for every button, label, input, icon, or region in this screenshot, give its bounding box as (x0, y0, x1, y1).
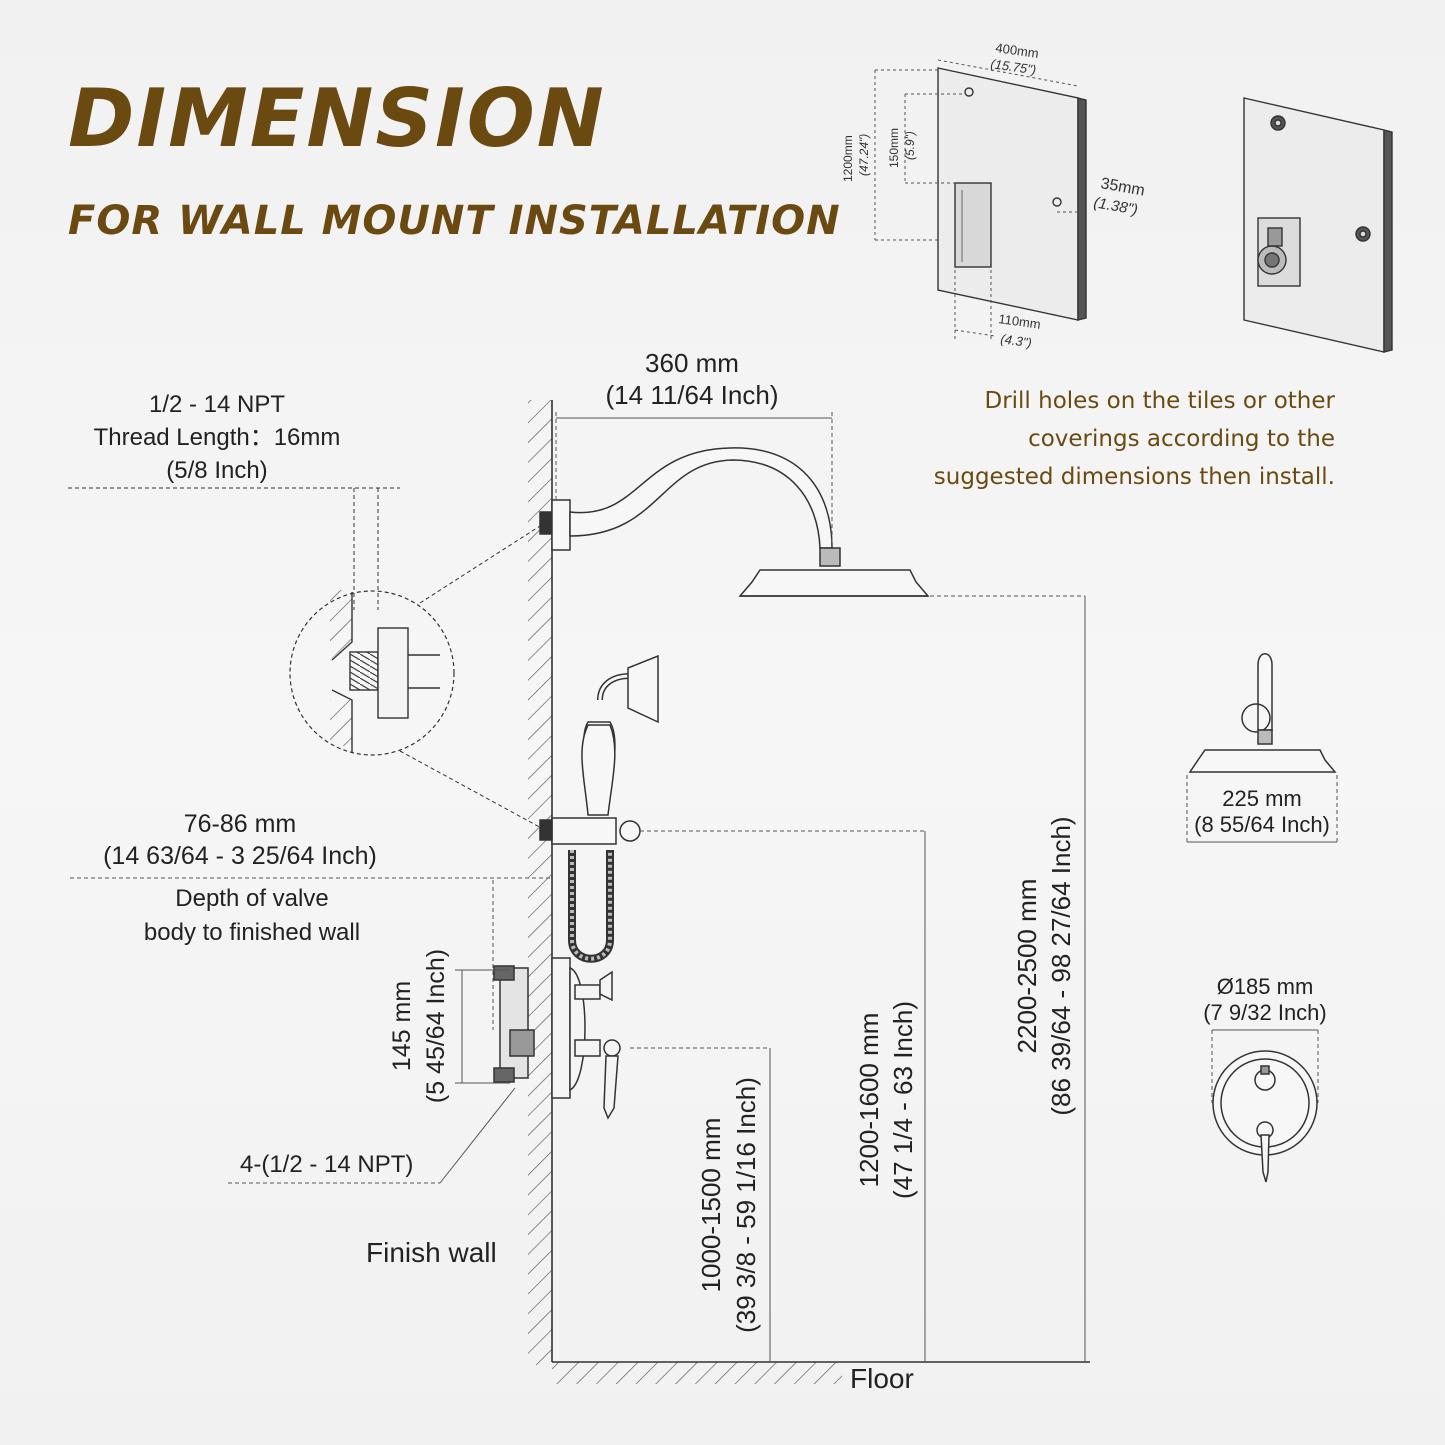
panel-hole-right (1052, 197, 1062, 207)
depth-desc-1: Depth of valve (175, 885, 328, 912)
valve-body (493, 957, 621, 1120)
note-line-2: coverings according to the (1028, 426, 1335, 452)
panel-box-in: (4.3") (1000, 331, 1033, 350)
head-height-mm: 2200-2500 mm (1012, 879, 1042, 1054)
wall-panel-drawing (874, 59, 1087, 340)
trim-plate-front-view (1212, 1050, 1318, 1183)
panel-hole-top (964, 87, 974, 97)
floor (552, 1361, 1090, 1384)
panel-box-cutout (954, 182, 992, 268)
depth-mm: 76-86 mm (184, 810, 297, 838)
showerhead-width-mm: 225 mm (1222, 786, 1301, 811)
handshower-holder (551, 817, 617, 845)
panel-offset-mm: 150mm (887, 128, 901, 168)
valve-floor-height-mm: 1000-1500 mm (696, 1118, 726, 1293)
installation-note: Drill holes on the tiles or other coveri… (915, 382, 1335, 496)
head-height-in: (86 39/64 - 98 27/64 Inch) (1046, 816, 1076, 1115)
panel-offset-in: (5.9") (903, 131, 917, 160)
floor-label: Floor (850, 1363, 914, 1394)
diverter-handle (599, 970, 613, 1002)
arm-reach-mm: 360 mm (645, 348, 739, 378)
panel-edge (1077, 97, 1087, 321)
trim-diameter-in: (7 9/32 Inch) (1203, 1000, 1327, 1025)
note-line-3: suggested dimensions then install. (933, 464, 1335, 490)
thread-length-in: (5/8 Inch) (166, 457, 267, 484)
page-subtitle: FOR WALL MOUNT INSTALLATION (68, 198, 841, 244)
handshower-height-mm: 1200-1600 mm (854, 1013, 884, 1188)
panel-box-mm: 110mm (998, 311, 1042, 332)
note-line-1: Drill holes on the tiles or other (984, 388, 1335, 414)
handshower-height-in: (47 1/4 - 63 Inch) (888, 1001, 918, 1199)
hose (568, 850, 614, 963)
hand-shower (539, 654, 659, 963)
valve-height-mm: 145 mm (388, 981, 416, 1071)
thread-coil (349, 651, 379, 691)
showerhead-width-in: (8 55/64 Inch) (1194, 812, 1330, 837)
installed-panel-drawing (1243, 97, 1393, 353)
depth-in: (14 63/64 - 3 25/64 Inch) (103, 842, 377, 870)
trim-diameter-mm: Ø185 mm (1217, 974, 1314, 999)
panel-height-in: (47.24") (857, 134, 871, 176)
thread-length: Thread Length：16mm (94, 424, 341, 451)
showerhead-side-view (1188, 653, 1337, 773)
mixer-handle (603, 1055, 619, 1120)
detail-circle (289, 590, 455, 756)
shower-arm (539, 447, 930, 597)
thread-detail (68, 487, 546, 831)
panel-height-mm: 1200mm (841, 135, 855, 182)
finish-wall-label: Finish wall (366, 1237, 497, 1268)
panel-width-in: (15.75") (990, 56, 1037, 77)
finish-wall (528, 400, 553, 1365)
thread-spec: 1/2 - 14 NPT (149, 391, 285, 418)
panel-hole-in: (1.38") (1092, 194, 1139, 218)
depth-desc-2: body to finished wall (144, 919, 360, 946)
valve-floor-height-in: (39 3/8 - 59 1/16 Inch) (731, 1077, 761, 1333)
arm-reach-in: (14 11/64 Inch) (606, 380, 779, 410)
page-title: DIMENSION (68, 72, 606, 165)
panel-width-mm: 400mm (995, 40, 1040, 61)
valve-ports: 4-(1/2 - 14 NPT) (240, 1151, 413, 1178)
rain-showerhead (738, 569, 930, 597)
valve-height-in: (5 45/64 Inch) (422, 949, 450, 1103)
